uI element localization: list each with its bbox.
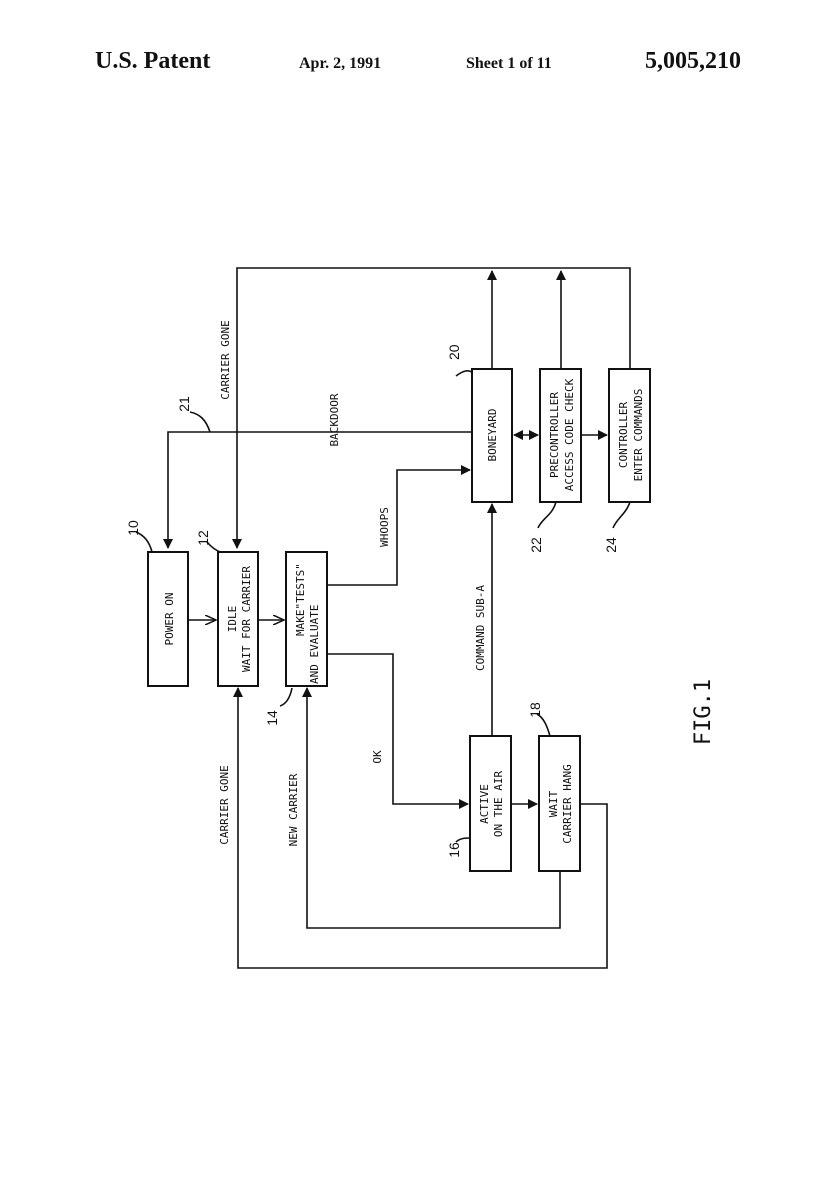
ref-numeral: 18	[527, 702, 543, 718]
ref-numeral: 16	[446, 842, 462, 858]
patent-date: Apr. 2, 1991	[299, 55, 382, 72]
block-controller: CONTROLLER ENTER COMMANDS	[608, 368, 651, 503]
block-label: POWER ON	[163, 593, 176, 646]
label-whoops: WHOOPS	[378, 507, 391, 547]
patent-number: 5,005,210	[645, 48, 741, 74]
block-label: IDLE	[226, 606, 239, 633]
ref-numeral: 14	[264, 710, 280, 726]
edge-new-carrier	[302, 687, 561, 929]
block-label: CARRIER HANG	[561, 764, 574, 843]
label-carrier-gone-bottom: CARRIER GONE	[218, 765, 231, 844]
block-wait: WAIT CARRIER HANG	[538, 735, 581, 872]
block-precontroller: PRECONTROLLER ACCESS CODE CHECK	[539, 368, 582, 503]
label-carrier-gone-top: CARRIER GONE	[219, 320, 232, 399]
block-idle: IDLE WAIT FOR CARRIER	[217, 551, 259, 687]
block-active: ACTIVE ON THE AIR	[469, 735, 512, 872]
ref-numeral: 20	[446, 344, 462, 360]
block-label: BONEYARD	[486, 409, 499, 462]
block-label: WAIT FOR CARRIER	[240, 566, 253, 672]
edge-backdoor	[163, 431, 472, 549]
ref-numeral: 22	[528, 537, 544, 553]
block-label: CONTROLLER	[617, 402, 630, 469]
block-power-on: POWER ON	[147, 551, 189, 687]
label-command-sub-a: COMMAND SUB-A	[474, 585, 487, 671]
sheet-number: Sheet 1 of 11	[466, 55, 552, 72]
label-new-carrier: NEW CARRIER	[287, 773, 300, 846]
edge-labels: CARRIER GONE BACKDOOR WHOOPS OK COMMAND …	[218, 320, 487, 846]
block-label: PRECONTROLLER	[548, 392, 561, 478]
reference-numerals: 10 12 14 16 18 20 22 24 21	[125, 344, 631, 858]
block-label: ACTIVE	[478, 784, 491, 824]
label-ok: OK	[371, 750, 384, 764]
block-label: AND EVALUATE	[308, 605, 321, 684]
edge-ok	[327, 653, 469, 809]
figure-label: FIG.1	[691, 679, 716, 745]
edge-whoops	[327, 465, 471, 586]
block-label: ON THE AIR	[492, 771, 505, 838]
block-label: ACCESS CODE CHECK	[563, 378, 576, 491]
label-backdoor: BACKDOOR	[328, 393, 341, 446]
ref-numeral: 24	[603, 537, 619, 553]
connections	[163, 267, 631, 969]
block-make-tests: MAKE"TESTS" AND EVALUATE	[285, 551, 328, 687]
edge-carrier-gone-top	[232, 267, 631, 549]
edge-carrier-gone-bottom	[233, 687, 608, 969]
block-label: ENTER COMMANDS	[632, 389, 645, 482]
block-label: WAIT	[547, 790, 560, 817]
ref-numeral: 12	[195, 530, 211, 546]
block-boneyard: BONEYARD	[471, 368, 513, 503]
ref-numeral-line-21: 21	[176, 396, 192, 412]
block-label: MAKE"TESTS"	[294, 563, 307, 636]
patent-header-title: U.S. Patent	[95, 48, 211, 74]
